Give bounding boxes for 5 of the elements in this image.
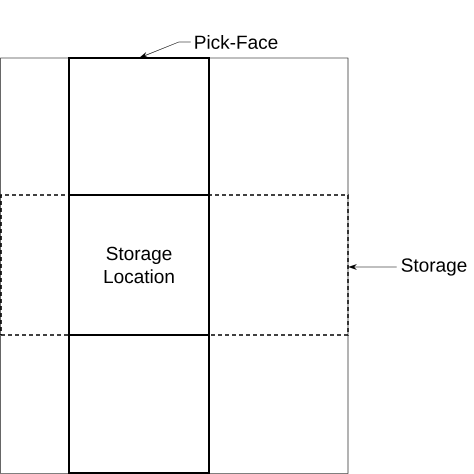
callout-label: Storage	[402, 258, 466, 276]
callout-label: Pick-Face	[195, 35, 278, 49]
pick-face-column	[68, 57, 210, 474]
storage-row	[0, 194, 349, 336]
storage-location-box: Storage Location	[68, 194, 210, 336]
